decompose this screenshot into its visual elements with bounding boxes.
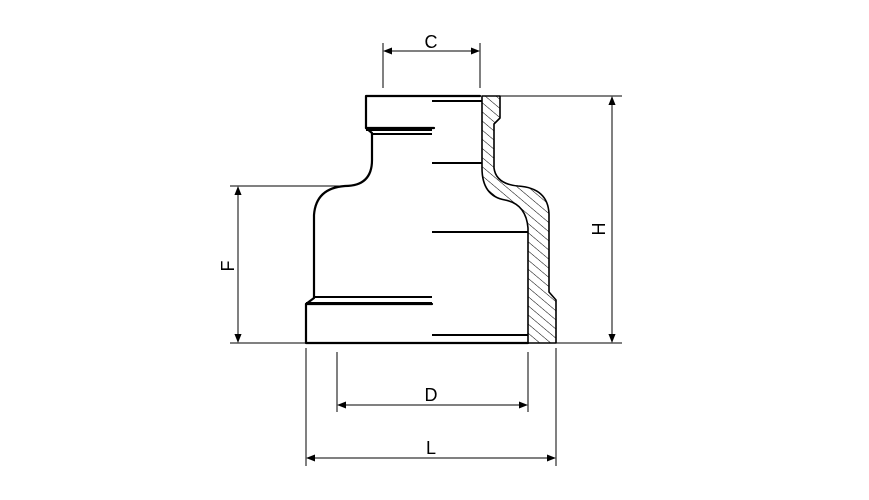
dimension-c: C	[382, 32, 481, 88]
dimension-label-c: C	[425, 32, 438, 52]
dimension-label-f: F	[218, 261, 238, 272]
dimension-d: D	[336, 352, 529, 412]
fitting-body	[304, 94, 557, 345]
dimension-label-h: H	[589, 223, 609, 236]
dimension-label-d: D	[425, 385, 438, 405]
section-hatch	[481, 95, 557, 344]
dimension-l: L	[305, 348, 557, 466]
dimension-f: F	[218, 185, 345, 344]
dimension-h: H	[500, 95, 622, 344]
dimension-label-l: L	[426, 438, 436, 458]
